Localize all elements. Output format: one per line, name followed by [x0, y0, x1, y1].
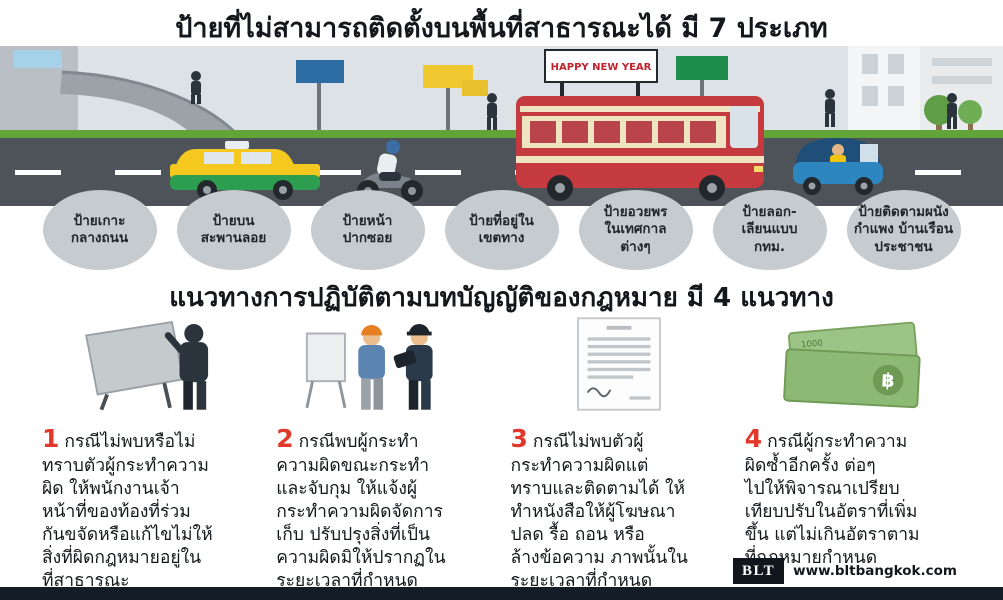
grass-strip	[0, 130, 1003, 138]
taxi	[170, 141, 320, 200]
tuk-tuk	[793, 138, 883, 195]
sign-type-label: ป้ายที่อยู่ใน เขตทาง	[469, 212, 534, 246]
sign-type-circle-4: ป้ายที่อยู่ใน เขตทาง	[444, 190, 559, 270]
blt-logo: BLT	[733, 558, 785, 584]
bottom-bar	[0, 587, 1003, 600]
guideline-text: กรณีไม่พบหรือไม่ ทราบตัวผู้กระทำความ ผิด…	[42, 432, 213, 592]
guideline-text: กรณีผู้กระทำความ ผิดซ้ำอีกครั้ง ต่อๆ ไปใ…	[744, 432, 920, 569]
guideline-number: 4	[744, 424, 763, 453]
sign-type-label: ป้ายบน สะพานลอย	[200, 212, 267, 246]
sign-type-circle-6: ป้ายลอก- เลียนแบบ กทม.	[712, 190, 827, 270]
sign-type-circle-2: ป้ายบน สะพานลอย	[176, 190, 291, 270]
sign-type-label: ป้ายอวยพร ในเทศกาล ต่างๆ	[603, 204, 668, 255]
pedestrian-on-bridge	[191, 71, 201, 104]
trees	[924, 95, 982, 132]
street-scene-illustration: HAPPY NEW YEAR	[0, 46, 1003, 206]
green-sign	[676, 56, 728, 108]
guidelines-title: แนวทางการปฏิบัติตามบทบัญญัติของกฎหมาย มี…	[169, 283, 834, 313]
illustration-removing-sign	[42, 314, 258, 414]
guideline-number: 3	[510, 424, 528, 453]
main-title: ป้ายที่ไม่สามารถติดตั้งบนพื้นที่สาธารณะไ…	[175, 13, 828, 44]
guideline-text: กรณีไม่พบตัวผู้ กระทำความผิดแต่ ทราบและต…	[510, 432, 688, 592]
officer-arrest-svg	[305, 324, 433, 410]
sign-type-label: ป้ายลอก- เลียนแบบ กทม.	[741, 204, 798, 255]
fine-banknotes-svg: 1000 ฿	[783, 321, 921, 409]
legal-notice-svg	[576, 317, 661, 411]
bus	[516, 96, 764, 201]
sign-type-circle-1: ป้ายเกาะ กลางถนน	[42, 190, 157, 270]
guideline-number: 2	[276, 424, 294, 453]
sign-type-label: ป้ายหน้า ปากซอย	[342, 212, 393, 246]
removing-sign-svg	[85, 321, 209, 411]
sign-type-circle-5: ป้ายอวยพร ในเทศกาล ต่างๆ	[578, 190, 693, 270]
illustration-fine-banknotes: 1000 ฿	[745, 314, 961, 414]
buildings	[848, 46, 1003, 134]
footer: BLT www.bltbangkok.com	[733, 558, 957, 584]
guideline-text: กรณีพบผู้กระทำ ความผิดขณะกระทำ และจับกุม…	[276, 432, 446, 592]
sign-type-label: ป้ายติดตามผนัง กำแพง บ้านเรือน ประชาชน	[853, 204, 954, 255]
guideline-number: 1	[42, 424, 60, 453]
website-text: www.bltbangkok.com	[793, 563, 957, 579]
sign-types-row: ป้ายเกาะ กลางถนน ป้ายบน สะพานลอย ป้ายหน้…	[0, 190, 1003, 270]
sign-type-circle-3: ป้ายหน้า ปากซอย	[310, 190, 425, 270]
blue-sign	[296, 60, 344, 132]
yellow-sign	[423, 65, 488, 132]
street-scene-svg: HAPPY NEW YEAR	[0, 46, 1003, 206]
banknote-value-text: 1000	[801, 339, 824, 351]
bus-banner: HAPPY NEW YEAR	[544, 49, 658, 96]
illustration-legal-notice	[511, 314, 727, 414]
sign-type-label: ป้ายเกาะ กลางถนน	[70, 212, 129, 246]
illustration-officer-arrest	[276, 314, 492, 414]
pedestrians	[487, 89, 957, 130]
sign-type-circle-7: ป้ายติดตามผนัง กำแพง บ้านเรือน ประชาชน	[846, 190, 961, 270]
bus-banner-text: HAPPY NEW YEAR	[551, 62, 652, 73]
baht-symbol: ฿	[881, 369, 895, 392]
pedestrian-bridge	[0, 46, 242, 139]
